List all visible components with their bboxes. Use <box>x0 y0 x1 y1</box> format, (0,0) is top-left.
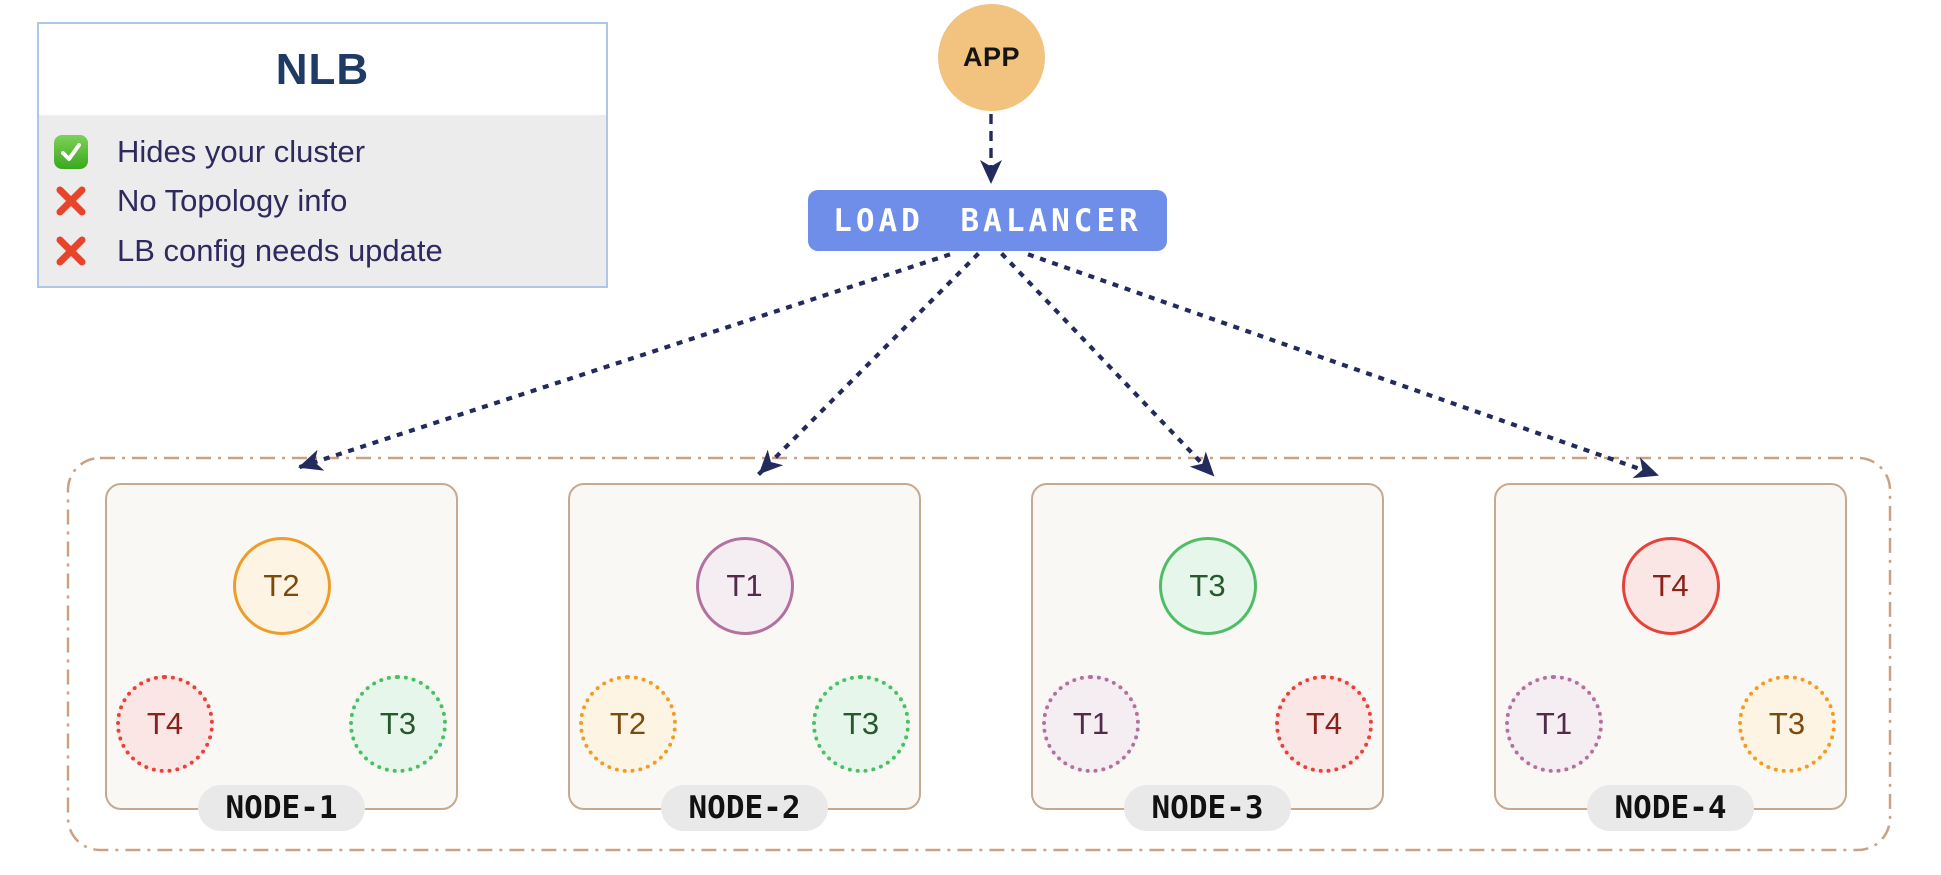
legend-header: NLB <box>39 24 606 115</box>
load-balancer-label: LOAD BALANCER <box>833 202 1142 239</box>
cross-icon <box>53 183 89 219</box>
app-label: APP <box>962 42 1021 72</box>
pod-label: T1 <box>1535 706 1573 741</box>
pod-label: T3 <box>1189 568 1226 603</box>
pod-label: T3 <box>842 706 880 741</box>
pod-t3: T3 <box>812 675 910 773</box>
pod-label: T4 <box>146 706 184 741</box>
pod-label: T2 <box>609 706 647 741</box>
legend-title: NLB <box>275 44 370 94</box>
check-icon <box>53 134 89 170</box>
load-balancer-node: LOAD BALANCER <box>808 190 1167 251</box>
pod-t3: T3 <box>1158 537 1257 635</box>
pod-label: T4 <box>1305 706 1343 741</box>
node-label: NODE-4 <box>1586 785 1755 831</box>
legend-item: Hides your cluster <box>53 134 596 170</box>
legend-item: LB config needs update <box>53 233 596 269</box>
pod-t4: T4 <box>1621 537 1720 635</box>
pod-t3: T3 <box>349 675 447 773</box>
pod-label: T1 <box>726 568 763 603</box>
cross-icon <box>53 233 89 269</box>
legend-item-text: LB config needs update <box>117 233 443 269</box>
pod-t2: T2 <box>232 537 331 635</box>
pod-label: T3 <box>1768 706 1806 741</box>
legend-item-text: No Topology info <box>117 183 348 219</box>
pod-label: T3 <box>379 706 417 741</box>
lb-to-node3-arrow <box>1000 252 1216 478</box>
pod-t1: T1 <box>1505 675 1603 773</box>
node-label: NODE-2 <box>660 785 829 831</box>
node-label: NODE-3 <box>1123 785 1292 831</box>
pod-t2: T2 <box>579 675 677 773</box>
pod-label: T1 <box>1072 706 1110 741</box>
app-node: APP <box>938 4 1045 111</box>
lb-to-node4-arrow <box>1027 252 1660 479</box>
node-label: NODE-1 <box>197 785 366 831</box>
lb-to-node2-arrow <box>757 252 980 476</box>
pod-t4: T4 <box>1275 675 1373 773</box>
pod-t1: T1 <box>1042 675 1140 773</box>
legend-item: No Topology info <box>53 183 596 219</box>
pod-label: T4 <box>1652 568 1689 603</box>
pod-t1: T1 <box>695 537 794 635</box>
legend-item-list: Hides your cluster No Topology info LB con… <box>39 115 606 286</box>
pod-t3: T3 <box>1738 675 1836 773</box>
legend-item-text: Hides your cluster <box>117 133 366 169</box>
pod-t4: T4 <box>116 675 214 773</box>
pod-label: T2 <box>263 568 300 603</box>
